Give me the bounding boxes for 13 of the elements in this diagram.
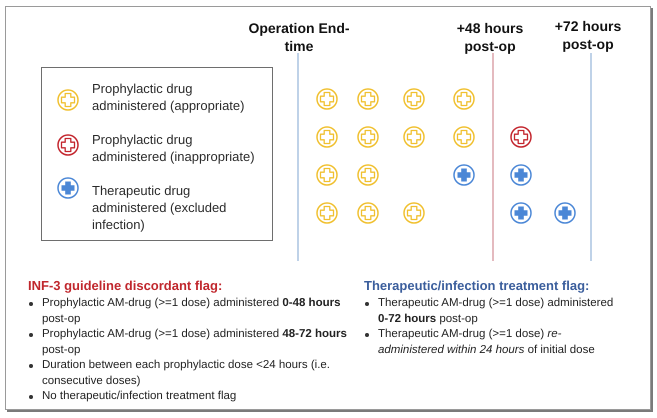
timeline-label: +48 hours post-op — [456, 19, 524, 55]
bullet-item: Prophylactic AM-drug (>=1 dose) administered 0-48 hours post-op — [42, 296, 342, 326]
legend-label: Prophylactic drug administered (inappropriate) — [92, 131, 256, 165]
bullet-item: Prophylactic AM-drug (>=1 dose) administered 48-72 hours post-op — [42, 327, 348, 358]
legend-label: Therapeutic drug administered (excluded infection) — [92, 182, 228, 233]
timeline-label: +72 hours post-op — [554, 17, 622, 53]
bullet-item: Duration between each prophylactic dose <24 hours (i.e. consecutive doses) — [42, 358, 331, 388]
flag-heading: Therapeutic/infection treatment flag: — [364, 277, 590, 294]
legend-label: Prophylactic drug administered (appropriate) — [92, 80, 246, 114]
flag-heading: INF-3 guideline discordant flag: — [28, 277, 224, 294]
bullet-item: Therapeutic AM-drug (>=1 dose) re-administered within 24 hours of initial dose — [378, 327, 596, 358]
timeline-label: Operation End-time — [247, 19, 351, 55]
bullet-item: No therapeutic/infection treatment flag — [42, 389, 238, 404]
